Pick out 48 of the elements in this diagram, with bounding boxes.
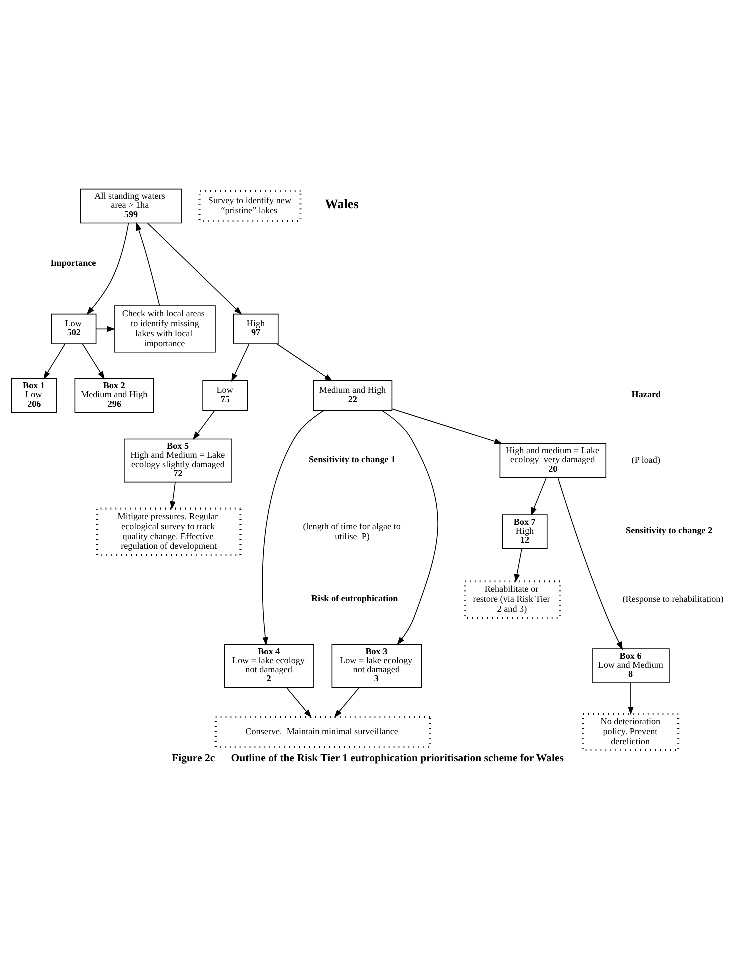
arrow [531, 477, 547, 516]
node-box: Low 75 [202, 380, 248, 411]
caption: Figure 2c Outline of the Risk Tier 1 eutrophication prioritisation scheme for Wales [172, 752, 564, 764]
node-box: Box 4 Low = lake ecology not damaged 2 [224, 644, 314, 688]
arrow [392, 408, 503, 444]
label: Importance [50, 258, 96, 268]
arrow [44, 343, 66, 380]
arrow [334, 686, 360, 718]
node-box: Mitigate pressures. Regular ecological survey to track quality change. Effective regulation of development [96, 507, 242, 556]
node-box: Box 1 Low 206 [11, 378, 57, 413]
arrow [276, 343, 333, 382]
arrow [86, 222, 130, 315]
node-box: Box 6 Low and Medium 8 [592, 648, 670, 683]
label: Sensitivity to change 1 [309, 454, 396, 464]
label: Wales [325, 196, 359, 212]
node-box: Survey to identify new “pristine” lakes [198, 190, 302, 222]
label: Hazard [632, 388, 662, 399]
node-box: Rehabilitate or restore (via Risk Tier 2 and 3) [464, 580, 562, 619]
arrow [136, 222, 160, 306]
arrow [82, 343, 105, 380]
arrow [286, 686, 312, 718]
node-box: Box 2 Medium and High 296 [74, 378, 154, 413]
arrow [192, 410, 216, 440]
arrow [170, 482, 176, 510]
arrow [628, 682, 634, 715]
label: (Response to rehabilitation) [622, 594, 724, 604]
arrow [558, 476, 624, 650]
node-box: Box 7 High 12 [502, 514, 548, 549]
node-box: Box 3 Low = lake ecology not damaged 3 [332, 644, 422, 688]
node-box: Check with local areas to identify missing lakes with local importance [114, 305, 216, 352]
label: (P load) [632, 454, 661, 465]
node-box: Box 5 High and Medium = Lake ecology slightly damaged 72 [124, 438, 232, 482]
node-box: High 97 [233, 313, 279, 344]
node-box: No deterioration policy. Prevent dereliction [582, 712, 680, 752]
label: Sensitivity to change 2 [626, 524, 713, 535]
node-box: Conserve. Maintain minimal surveillance [214, 716, 432, 748]
arrow [96, 326, 116, 332]
node-box: High and medium = Lake ecology very damaged 20 [500, 442, 607, 478]
label: (length of time for algae to utilise P) [303, 520, 401, 541]
node-box: Low 502 [51, 313, 97, 344]
arrow [262, 410, 325, 646]
arrow [382, 410, 438, 645]
arrow [514, 548, 522, 582]
arrow [232, 343, 250, 382]
arrow [148, 222, 242, 315]
node-box: Medium and High 22 [313, 380, 393, 411]
node-box: All standing waters area > 1ha 599 [80, 188, 182, 224]
label: Risk of eutrophication [311, 592, 398, 603]
